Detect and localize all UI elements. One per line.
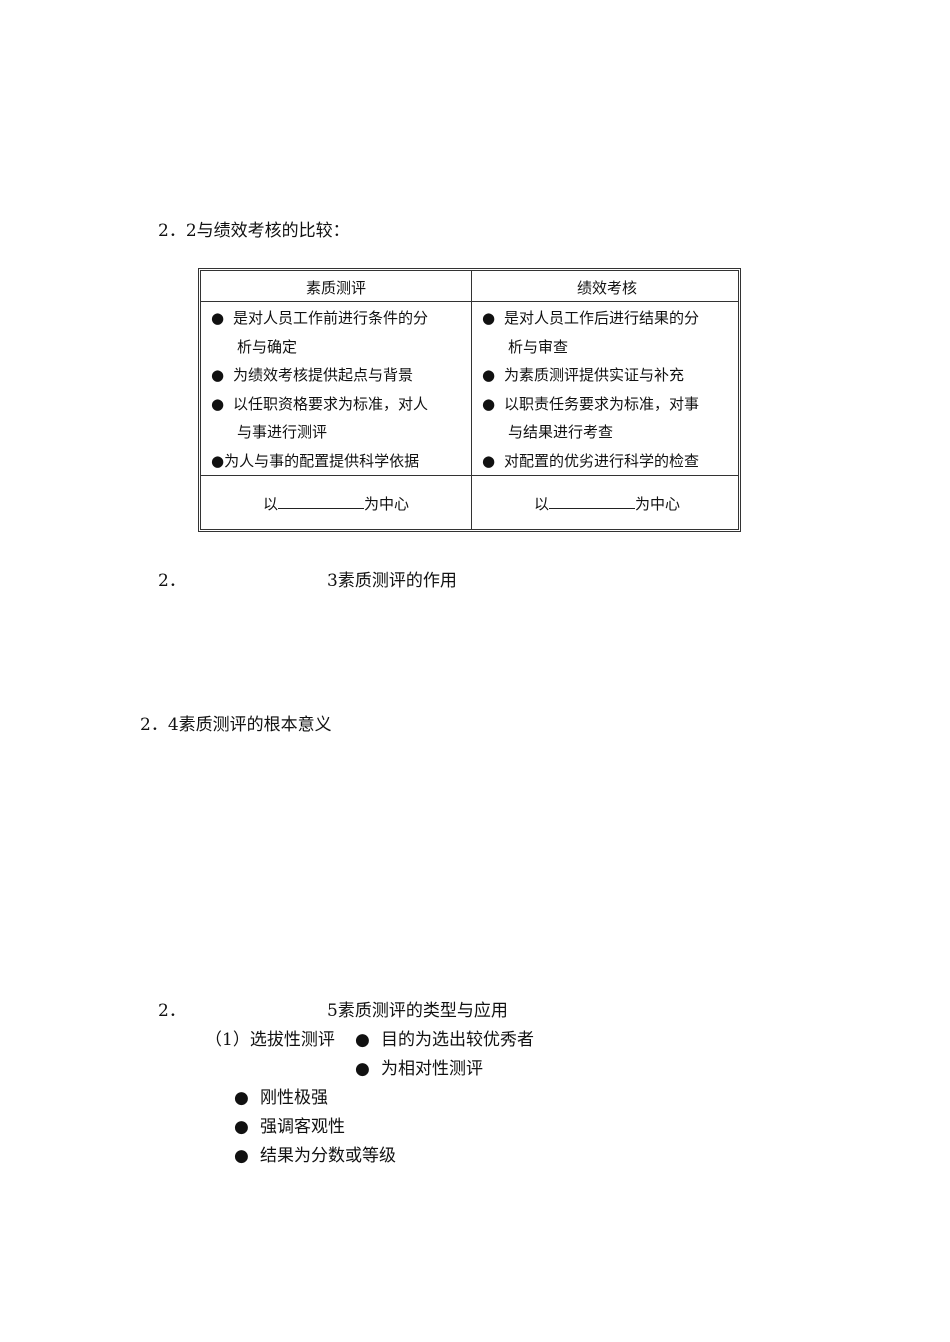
header-quality-assessment: 素质测评 (305, 279, 366, 297)
right-center-cell: 以为中心 (533, 494, 681, 513)
fill-in-blank (278, 494, 364, 509)
bullet-icon: ● (234, 1146, 249, 1166)
section-2-5-number: 2． (158, 1001, 186, 1021)
list-item: ●是对人员工作前进行条件的分析与确定 (211, 304, 473, 361)
performance-review-list: ●是对人员工作后进行结果的分析与审查 ●为素质测评提供实证与补充 ●以职责任务要… (482, 304, 744, 476)
bullet-icon: ● (482, 309, 496, 327)
list-item: ●强调客观性 (234, 1117, 345, 1137)
list-item: ●以职责任务要求为标准，对事与结果进行考查 (482, 390, 744, 447)
bullet-icon: ● (482, 451, 496, 470)
quality-assessment-list: ●是对人员工作前进行条件的分析与确定 ●为绩效考核提供起点与背景 ●以任职资格要… (211, 304, 473, 476)
section-2-4-heading: 2．4素质测评的根本意义 (140, 715, 332, 735)
list-item: ●对配置的优劣进行科学的检查 (482, 447, 744, 476)
bullet-icon: ● (482, 366, 496, 385)
bullet-icon: ● (355, 1030, 370, 1050)
list-item: ●为绩效考核提供起点与背景 (211, 361, 473, 390)
list-item: ●结果为分数或等级 (234, 1146, 396, 1166)
bullet-icon: ● (211, 309, 225, 327)
bullet-icon: ● (211, 366, 225, 385)
left-center-cell: 以为中心 (262, 494, 410, 513)
section-2-3-heading: 3素质测评的作用 (327, 571, 457, 591)
bullet-icon: ● (482, 394, 496, 413)
list-item: ●为素质测评提供实证与补充 (482, 361, 744, 390)
bullet-icon: ● (234, 1117, 249, 1137)
section-2-5-heading: 5素质测评的类型与应用 (327, 1001, 508, 1021)
list-item: ●是对人员工作后进行结果的分析与审查 (482, 304, 744, 361)
list-item: ●刚性极强 (234, 1088, 328, 1108)
list-item: ●以任职资格要求为标准，对人与事进行测评 (211, 390, 473, 447)
section-2-2-heading: 2．2与绩效考核的比较： (158, 221, 350, 241)
section-2-3-number: 2． (158, 571, 186, 591)
list-item: ●目的为选出较优秀者 (355, 1030, 534, 1050)
list-item: ●为相对性测评 (355, 1059, 483, 1079)
comparison-table: 素质测评 绩效考核 ●是对人员工作前进行条件的分析与确定 ●为绩效考核提供起点与… (198, 268, 741, 532)
bullet-icon: ● (211, 394, 225, 413)
bullet-icon: ● (211, 451, 225, 470)
bullet-icon: ● (355, 1059, 370, 1079)
header-performance-review: 绩效考核 (576, 279, 637, 297)
list-item: ●为人与事的配置提供科学依据 (211, 451, 420, 470)
bullet-icon: ● (234, 1088, 249, 1108)
fill-in-blank (549, 494, 635, 509)
selection-assessment-label: （1）选拔性测评 (205, 1030, 335, 1050)
